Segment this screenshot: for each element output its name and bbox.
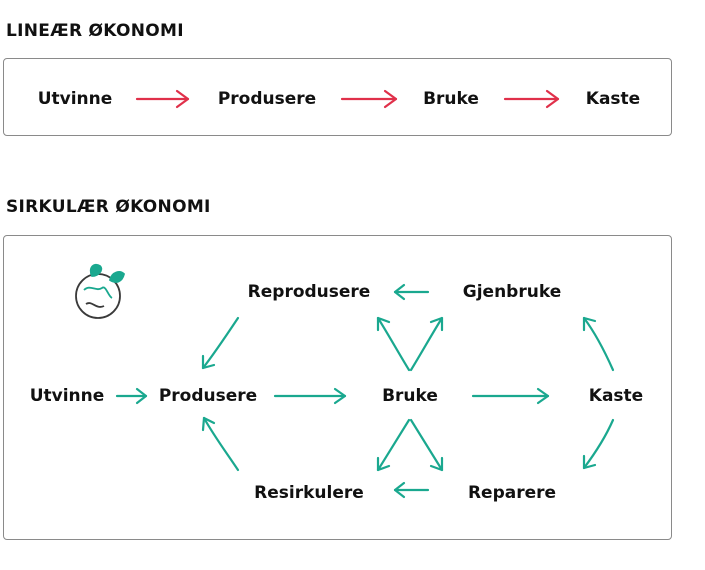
- arrow-use-discard: [471, 387, 550, 405]
- arrow-use-down-right: [409, 418, 444, 472]
- arrow-use-up-left: [376, 316, 411, 372]
- arrow-remanufacture-produce: [201, 316, 240, 370]
- circular-economy-title: SIRKULÆR ØKONOMI: [6, 197, 211, 217]
- node-repair: Reparere: [467, 483, 557, 503]
- linear-step-produce: Produsere: [217, 89, 317, 109]
- node-recycle: Resirkulere: [254, 483, 364, 503]
- linear-step-extract: Utvinne: [37, 89, 113, 109]
- arrow-discard-repair: [582, 418, 615, 470]
- circular-economy-panel: [3, 235, 672, 540]
- arrow-extract-produce: [115, 387, 148, 405]
- arrow-produce-use: [273, 387, 347, 405]
- linear-step-discard: Kaste: [585, 89, 641, 109]
- linear-arrow-2: [340, 89, 398, 109]
- arrow-use-up-right: [409, 316, 444, 372]
- arrow-use-down-left: [376, 418, 411, 472]
- node-remanufacture: Reprodusere: [247, 282, 371, 302]
- node-produce: Produsere: [158, 386, 258, 406]
- linear-arrow-1: [135, 89, 190, 109]
- arrow-discard-reuse: [582, 316, 615, 372]
- linear-economy-title: LINEÆR ØKONOMI: [6, 21, 184, 41]
- linear-arrow-3: [503, 89, 560, 109]
- linear-economy-panel: [3, 58, 672, 136]
- node-discard: Kaste: [588, 386, 644, 406]
- arrow-reuse-remanufacture: [393, 283, 430, 301]
- arrow-repair-recycle: [393, 481, 430, 499]
- node-use: Bruke: [382, 386, 438, 406]
- linear-step-use: Bruke: [423, 89, 479, 109]
- arrow-recycle-produce: [201, 416, 240, 472]
- node-reuse: Gjenbruke: [462, 282, 562, 302]
- node-extract: Utvinne: [29, 386, 105, 406]
